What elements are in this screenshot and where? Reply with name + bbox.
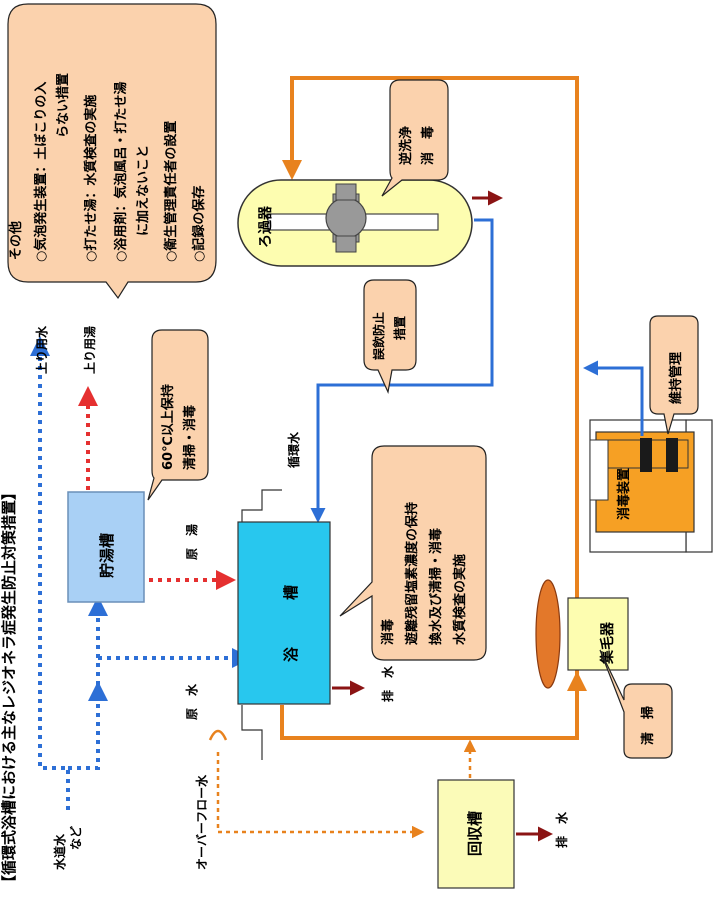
circulation-loop [280,76,579,740]
tap-water-label: 水道水 [52,833,67,870]
bath-callout-line: 換水及び清掃・消毒 [428,528,444,645]
hot-water-lines [78,386,236,590]
disinfection-unit: 消毒装置 [589,419,713,553]
bath-drain-label: 排 水 [380,665,395,702]
bath-tank: 浴 槽 [237,489,331,760]
backflow-callout-line: 措置 [392,316,407,340]
disinfection-unit-label: 消毒装置 [616,468,632,520]
disinfection-callout-text: 維持管理 [668,352,684,404]
filter-callout-line: 消 毒 [420,126,436,165]
storage-tank-callout-line: 清掃・消毒 [182,405,198,470]
bath-callout-line: 遊離残留塩素濃度の保持 [404,502,420,645]
memo-callout: その他 ○気泡発生装置：土ぼこりの入 らない措置 ○打たせ湯：水質検査の実施 ○… [7,3,217,300]
filter-callout-line: 逆洗浄 [398,126,414,165]
bath-label-2: 槽 [282,585,300,600]
filter-unit: ろ過器 [237,179,473,267]
recovery-drain-label: 排 水 [554,811,569,848]
memo-item: ○打たせ湯：水質検査の実施 [83,95,99,262]
backflow-callout-line: 誤飲防止 [371,312,386,360]
memo-item: ○浴用剤：気泡風呂・打たせ湯 [113,82,129,262]
disinfection-callout: 維持管理 [649,315,699,435]
circulation-label: 循環水 [286,431,301,468]
recovery-tank-label: 回収槽 [466,811,484,856]
raw-water-label: 原 水 [184,683,199,720]
filter-callout: 逆洗浄 消 毒 [381,79,449,197]
memo-item: らない措置 [55,73,71,138]
hair-catcher-callout-text: 清 掃 [640,706,656,745]
tap-water-label-2: など [69,826,83,850]
overflow-weir [208,729,228,741]
storage-tank-label: 貯湯槽 [98,533,116,578]
memo-item: ○記録の保存 [191,186,207,262]
hair-catcher-label: 集毛器 [599,621,616,665]
agari-hot-label: 上り用湯 [82,326,97,374]
recovery-tank: 回収槽 [437,779,515,889]
hair-catcher-callout: 清 掃 [599,649,673,759]
overflow-label: オーバーフロー水 [194,774,209,870]
memo-item: に加えないこと [136,145,151,236]
memo-item: ○気泡発生装置：土ぼこりの入 [33,82,49,262]
filter-label: ろ過器 [258,205,274,248]
hair-catcher: 集毛器 [535,579,629,689]
memo-heading: その他 [8,221,24,260]
bath-callout: 消毒 遊離残留塩素濃度の保持 換水及び清掃・消毒 水質検査の実施 [339,445,487,661]
raw-hot-label: 原 湯 [184,524,199,560]
bath-callout-line: 消毒 [380,619,396,645]
bath-callout-line: 水質検査の実施 [452,554,468,645]
filter-to-bath-line [310,218,494,523]
storage-tank-callout-line: 60℃以上保持 [160,384,176,470]
bath-label-1: 浴 [282,646,300,662]
storage-tank-callout: 60℃以上保持 清掃・消毒 [147,329,209,501]
overflow-lines [216,739,477,839]
memo-item: ○衛生管理責任者の設置 [163,121,179,262]
diagram-title: 【循環式浴槽における主なレジオネラ症発生防止対策措置】 [0,485,18,890]
water-supply-lines [30,336,252,810]
backflow-callout: 誤飲防止 措置 [363,279,417,394]
agari-water-label: 上り用水 [34,325,49,374]
storage-tank: 貯湯槽 [67,491,145,603]
disinfection-outflow-arrow [583,360,644,436]
